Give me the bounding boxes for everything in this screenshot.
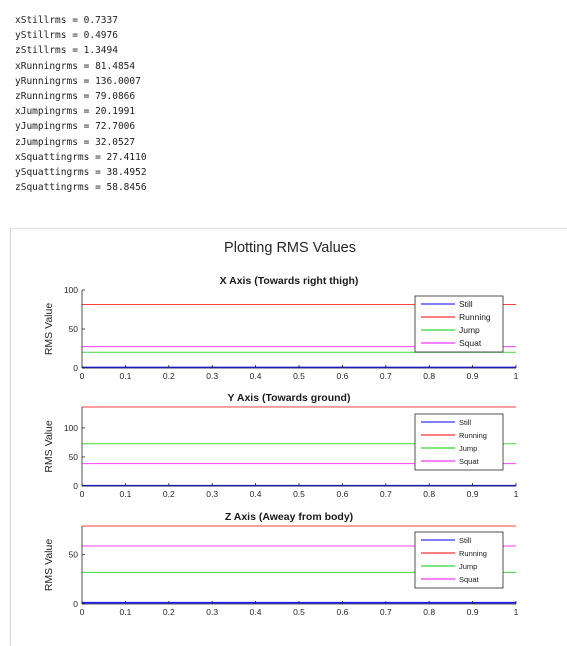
legend-label-still: Still [459, 536, 471, 545]
legend-label-jump: Jump [459, 444, 477, 453]
x-tick-label: 0 [80, 607, 85, 617]
legend-label-still: Still [459, 418, 471, 427]
x-tick-label: 0.1 [119, 607, 131, 617]
x-tick-label: 0.7 [380, 607, 392, 617]
x-tick-label: 0.9 [467, 489, 479, 499]
legend-label-jump: Jump [459, 562, 477, 571]
console-line: yRunningrms = 136.0007 [15, 75, 141, 87]
x-tick-label: 0 [80, 371, 85, 381]
x-tick-label: 0.9 [467, 371, 479, 381]
x-tick-label: 0.8 [423, 371, 435, 381]
legend-label-jump: Jump [459, 325, 480, 335]
figure-canvas: Plotting RMS Values X Axis (Towards righ… [43, 240, 519, 617]
console-line: xStillrms = 0.7337 [15, 15, 118, 26]
console-line: zJumpingrms = 32.0527 [15, 136, 136, 148]
figure-title: Plotting RMS Values [224, 240, 356, 256]
console-line: xRunningrms = 81.4854 [15, 60, 136, 72]
x-tick-label: 0.3 [206, 371, 218, 381]
y-tick-label: 0 [73, 481, 78, 491]
y-axis-label: RMS Value [43, 539, 55, 591]
legend-box [414, 531, 504, 589]
subplot-title: Z Axis (Aweay from body) [225, 511, 353, 523]
x-tick-label: 0.9 [467, 607, 479, 617]
y-tick-label: 100 [64, 285, 78, 295]
x-tick-label: 0.6 [336, 371, 348, 381]
legend-label-squat: Squat [459, 575, 480, 584]
x-tick-label: 0.7 [380, 371, 392, 381]
subplot-title: Y Axis (Towards ground) [228, 392, 351, 404]
x-tick-label: 0.4 [250, 489, 262, 499]
y-tick-label: 0 [73, 599, 78, 609]
legend-label-running: Running [459, 431, 487, 440]
y-axis-label: RMS Value [43, 420, 55, 472]
x-tick-label: 0.5 [293, 489, 305, 499]
subplot-1: X Axis (Towards right thigh) RMS Value 0 0.… [43, 275, 519, 381]
x-tick-label: 0.1 [119, 371, 131, 381]
console-line: yJumpingrms = 72.7006 [15, 121, 136, 133]
x-tick-label: 0.5 [293, 607, 305, 617]
x-tick-label: 0.2 [163, 489, 175, 499]
y-tick-label: 0 [73, 363, 78, 373]
console-line: ySquattingrms = 38.4952 [15, 166, 147, 178]
x-tick-label: 0.8 [423, 489, 435, 499]
y-axis-label: RMS Value [43, 303, 55, 355]
x-tick-label: 1 [514, 489, 519, 499]
y-tick-label: 50 [69, 452, 79, 462]
x-tick-label: 0 [80, 489, 85, 499]
subplot-title: X Axis (Towards right thigh) [220, 275, 359, 287]
x-tick-label: 0.6 [336, 607, 348, 617]
legend-label-squat: Squat [459, 338, 482, 348]
y-tick-label: 100 [64, 423, 78, 433]
x-tick-label: 0.4 [250, 607, 262, 617]
legend-label-squat: Squat [459, 457, 480, 466]
x-tick-label: 1 [514, 371, 519, 381]
console-line: zRunningrms = 79.0866 [15, 90, 136, 102]
x-tick-label: 0.2 [163, 371, 175, 381]
console-line: zStillrms = 1.3494 [15, 45, 118, 57]
x-tick-label: 0.6 [336, 489, 348, 499]
x-tick-label: 0.4 [250, 371, 262, 381]
x-tick-label: 0.5 [293, 371, 305, 381]
console-line: xSquattingrms = 27.4110 [15, 151, 147, 163]
console-line: xJumpingrms = 20.1991 [15, 106, 136, 118]
x-tick-label: 1 [514, 607, 519, 617]
x-tick-label: 0.7 [380, 489, 392, 499]
subplot-2: Y Axis (Towards ground) RMS Value 0 0.1 0.2 0… [43, 392, 519, 499]
x-tick-label: 0.8 [423, 607, 435, 617]
console-line: zSquattingrms = 58.8456 [15, 182, 147, 194]
console-line: yStillrms = 0.4976 [15, 30, 118, 42]
command-window-output: xStillrms = 0.7337 yStillrms = 0.4976 zSti… [15, 13, 147, 195]
x-tick-label: 0.2 [163, 607, 175, 617]
legend-label-still: Still [459, 299, 473, 309]
legend-label-running: Running [459, 312, 491, 322]
x-tick-label: 0.3 [206, 607, 218, 617]
x-tick-label: 0.3 [206, 489, 218, 499]
x-tick-label: 0.1 [119, 489, 131, 499]
subplot-3: Z Axis (Aweay from body) RMS Value 0 0.1 0.2… [43, 511, 519, 617]
y-tick-label: 50 [69, 324, 79, 334]
y-tick-label: 50 [69, 550, 79, 560]
legend-label-running: Running [459, 549, 487, 558]
